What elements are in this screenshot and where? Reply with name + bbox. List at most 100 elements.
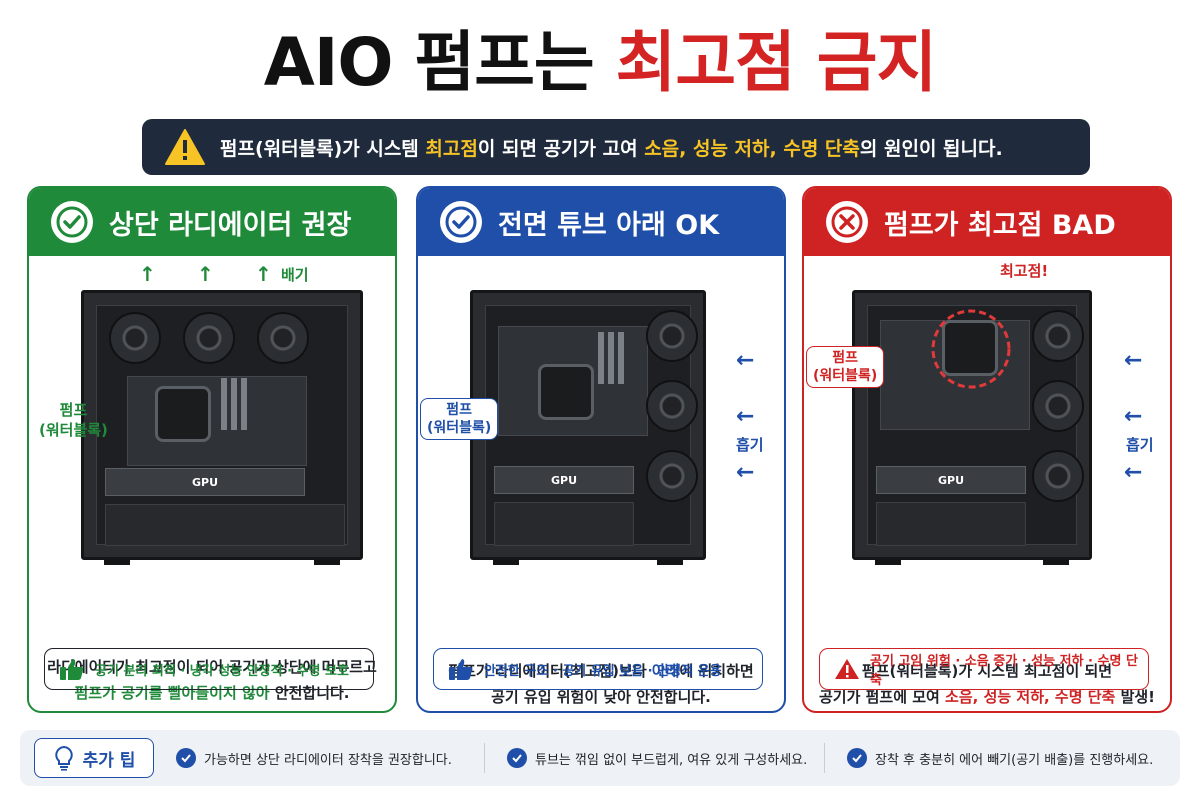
fan-icon	[646, 310, 698, 362]
highlight-circle	[931, 309, 1011, 389]
pump-label: 펌프 (워터블록)	[420, 398, 499, 440]
pump-label-2: (워터블록)	[813, 368, 878, 384]
thumbs-up-icon	[449, 659, 473, 680]
fan-icon	[109, 312, 161, 364]
panel-description: 펌프가 라디에이터(최고점)보다 아래에 위치하면 공기 유입 위험이 낮아 안…	[418, 658, 784, 710]
title-part-1: AIO 펌프는	[263, 24, 595, 101]
pump-label-1: 펌프	[832, 350, 859, 366]
fan-icon	[646, 380, 698, 432]
arrow-up-icon: ↑	[197, 262, 214, 286]
pump-block	[942, 320, 998, 376]
pill-text: 공기 고임 위험 · 소음 증가 · 성능 저하 · 수명 단축	[870, 654, 1138, 688]
page-title: AIO 펌프는 최고점 금지	[0, 22, 1200, 104]
arrow-left-icon: ←	[1124, 404, 1143, 429]
psu	[105, 504, 345, 546]
panel-description: 펌프(워터블록)가 시스템 최고점이 되면 공기가 펌프에 모여 소음, 성능 …	[804, 658, 1170, 710]
pump-label-2: (워터블록)	[427, 420, 492, 436]
tips-label: 추가 팁	[34, 738, 154, 778]
desc-line-2: 공기 유입 위험이 낮아 안전합니다.	[491, 688, 711, 706]
pump-label-2: (워터블록)	[39, 421, 108, 439]
intake-label: 흡기	[1126, 436, 1154, 454]
motherboard	[127, 376, 307, 466]
desc-line-1: 라디에이터가 최고점이 되어 공기가 상단에 머무르고	[47, 658, 377, 676]
arrow-up-icon: ↑	[139, 262, 156, 286]
panel-title: 전면 튜브 아래 OK	[498, 209, 720, 241]
tip-text: 장착 후 충분히 에어 빼기(공기 배출)를 진행하세요.	[875, 752, 1154, 768]
psu	[494, 502, 634, 546]
arrow-left-icon: ←	[736, 404, 755, 429]
pump-block	[538, 364, 594, 420]
lightbulb-icon	[54, 745, 73, 771]
fan-icon	[1032, 310, 1084, 362]
desc-line-1b: 에 위치하면	[679, 662, 754, 680]
pump-block	[155, 386, 211, 442]
banner-text-c: 의 원인이 됩니다.	[859, 137, 1003, 160]
pc-case: GPU	[470, 290, 706, 565]
check-circle-icon	[440, 201, 482, 243]
check-icon	[507, 748, 527, 768]
warning-icon	[835, 659, 859, 679]
desc-highlight: 소음, 성능 저하, 수명 단축	[945, 688, 1116, 706]
tip-item: 장착 후 충분히 에어 빼기(공기 배출)를 진행하세요.	[824, 743, 1168, 773]
banner-text-a: 펌프(워터블록)가 시스템	[220, 137, 419, 160]
pump-label: 펌프 (워터블록)	[806, 346, 885, 388]
fan-icon	[1032, 450, 1084, 502]
arrow-up-icon: ↑	[255, 262, 272, 286]
panel-description: 라디에이터가 최고점이 되어 공기가 상단에 머무르고 펌프가 공기를 빨아들이…	[29, 654, 395, 706]
fan-icon	[183, 312, 235, 364]
arrow-left-icon: ←	[1124, 348, 1143, 373]
arrow-left-icon: ←	[736, 348, 755, 373]
gpu: GPU	[105, 468, 305, 496]
panel-header: 전면 튜브 아래 OK	[418, 188, 784, 256]
pump-label-1: 펌프	[446, 402, 473, 418]
banner-highlight-1: 최고점	[425, 137, 478, 160]
pump-label: 펌프 (워터블록)	[39, 400, 108, 440]
desc-line-2b: 발생!	[1115, 688, 1156, 706]
panel-title: 펌프가 최고점 BAD	[884, 209, 1116, 241]
panel-body: GPU ← ← 흡기 ← 펌프 (워터블록) 펌프가 라디에이터(최고점)보다 …	[418, 256, 784, 711]
panel-title: 상단 라디에이터 권장	[109, 209, 352, 241]
exhaust-label: 배기	[281, 266, 309, 284]
panel-header: 펌프가 최고점 BAD	[804, 188, 1170, 256]
panel-top-radiator: 상단 라디에이터 권장 ↑ ↑ ↑ 배기 GPU 펌프 (워터블록	[27, 186, 397, 713]
check-icon	[176, 748, 196, 768]
pc-case: GPU	[852, 290, 1092, 565]
tip-text: 튜브는 꺾임 없이 부드럽게, 여유 있게 구성하세요.	[535, 752, 808, 768]
check-circle-icon	[51, 201, 93, 243]
fan-icon	[257, 312, 309, 364]
pill-text: 공기 분리 최적 · 냉각 성능 안정적 · 수명 보호	[95, 663, 349, 679]
desc-line-1a: 펌프가 라디에이터(최고점)보다	[448, 662, 652, 680]
tips-label-text: 추가 팁	[82, 750, 136, 771]
intake-label: 흡기	[736, 436, 764, 454]
warning-icon	[165, 129, 205, 165]
panel-body: ↑ ↑ ↑ 배기 GPU 펌프 (워터블록) 라디에	[29, 256, 395, 711]
tip-text: 가능하면 상단 라디에이터 장착을 권장합니다.	[204, 752, 452, 768]
risk-pill: 공기 고임 위험 · 소음 증가 · 성능 저하 · 수명 단축	[819, 648, 1149, 690]
psu	[876, 502, 1026, 546]
benefit-pill: 안전한 구조 · 공기 유입 낮음 · 안정적 운용	[433, 648, 763, 690]
panel-front-tube-down: 전면 튜브 아래 OK GPU ← ← 흡기 ← 펌프 (워터블록)	[416, 186, 786, 713]
desc-line-2: 안전합니다.	[269, 684, 350, 702]
thumbs-up-icon	[60, 659, 84, 680]
pill-text: 안전한 구조 · 공기 유입 낮음 · 안정적 운용	[484, 663, 722, 679]
banner-text: 펌프(워터블록)가 시스템 최고점이 되면 공기가 고여 소음, 성능 저하, …	[220, 134, 1003, 161]
highest-point-label: 최고점!	[1000, 262, 1049, 280]
pump-label-1: 펌프	[59, 401, 88, 419]
pc-case: GPU	[81, 290, 363, 565]
banner-text-b: 이 되면 공기가 고여	[477, 137, 638, 160]
desc-line-1: 펌프(워터블록)가 시스템 최고점이 되면	[861, 662, 1113, 680]
warning-banner: 펌프(워터블록)가 시스템 최고점이 되면 공기가 고여 소음, 성능 저하, …	[142, 119, 1090, 175]
arrow-left-icon: ←	[1124, 460, 1143, 485]
tips-bar: 추가 팁 가능하면 상단 라디에이터 장착을 권장합니다. 튜브는 꺾임 없이 …	[20, 730, 1180, 786]
arrow-left-icon: ←	[736, 460, 755, 485]
panel-header: 상단 라디에이터 권장	[29, 188, 395, 256]
desc-highlight: 펌프가 공기를 빨아들이지 않아	[74, 684, 270, 702]
gpu: GPU	[494, 466, 634, 494]
x-circle-icon	[826, 201, 868, 243]
fan-icon	[646, 450, 698, 502]
banner-highlight-2: 소음, 성능 저하, 수명 단축	[644, 137, 860, 160]
tip-item: 튜브는 꺾임 없이 부드럽게, 여유 있게 구성하세요.	[484, 743, 824, 773]
fan-icon	[1032, 380, 1084, 432]
panel-body: 최고점! GPU ← ← 흡기 ← 펌프 (워터블록)	[804, 256, 1170, 711]
desc-highlight: 아래	[651, 662, 680, 680]
